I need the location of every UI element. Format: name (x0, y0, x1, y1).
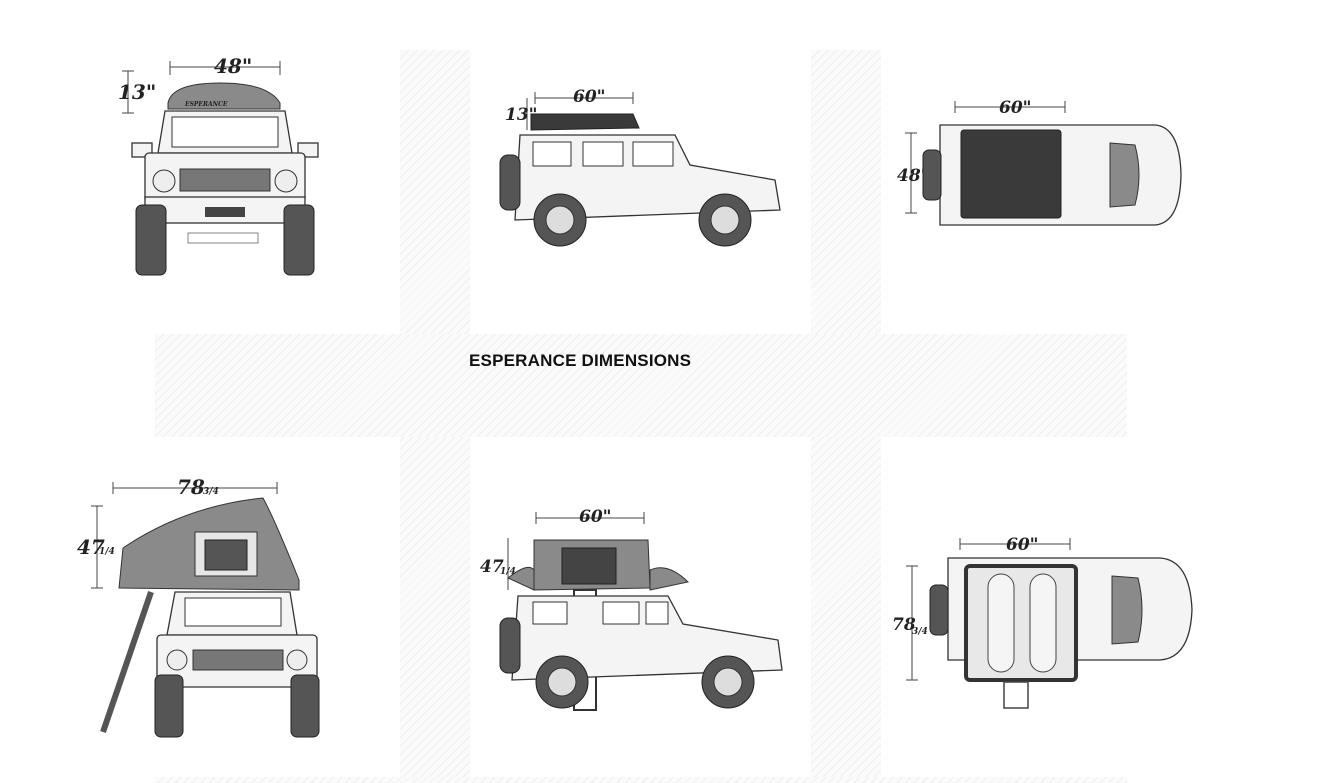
open-top-length-fraction: 3/4 (912, 627, 928, 637)
closed-side-diagram: 60" 13" (495, 80, 790, 255)
closed-side-height-label: 13" (505, 105, 538, 125)
hatch-title-band (155, 334, 1127, 437)
open-front-height-fraction: 1/4 (99, 547, 115, 557)
open-side-diagram: 60" 47 1/4 (478, 500, 793, 715)
open-top-diagram: 60" 78 3/4 (890, 530, 1195, 715)
closed-top-diagram: 60" 48" (895, 95, 1190, 245)
closed-front-badge: ESPERANCE (184, 101, 228, 108)
open-front-height-label: 47 (77, 535, 105, 559)
open-side-width-label: 60" (579, 507, 612, 527)
open-top-length-label: 78 (892, 615, 916, 635)
open-front-width-fraction: 3/4 (203, 487, 219, 497)
closed-front-height-label: 13" (118, 80, 156, 104)
closed-front-diagram: 48" 13" ESPERANCE (110, 45, 330, 280)
open-side-height-fraction: 1/4 (500, 567, 516, 577)
closed-top-width-label: 60" (999, 98, 1032, 118)
open-front-width-label: 78 (177, 475, 205, 499)
closed-front-width-label: 48" (214, 54, 252, 78)
section-title: ESPERANCE DIMENSIONS (469, 351, 692, 370)
open-front-diagram: 78 3/4 47 1/4 (75, 470, 335, 745)
hatch-bottom-band (155, 777, 1127, 783)
closed-side-width-label: 60" (573, 87, 606, 107)
open-side-height-label: 47 (480, 557, 504, 577)
closed-top-length-label: 48" (897, 166, 930, 186)
open-top-width-label: 60" (1006, 535, 1039, 555)
